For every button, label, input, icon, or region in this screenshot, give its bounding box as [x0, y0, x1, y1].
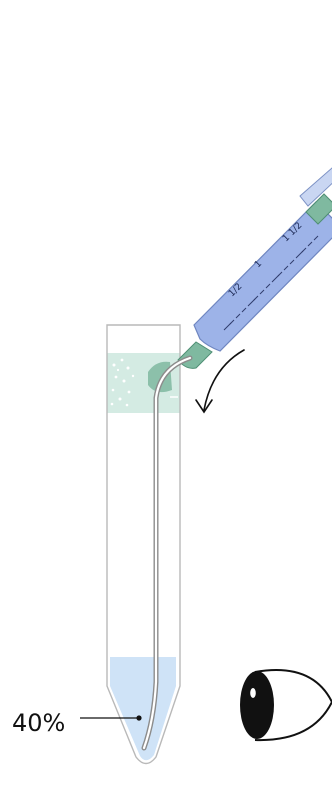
pour-direction-arrow-icon: [195, 349, 245, 414]
centrifuge-tube: [106, 324, 181, 765]
syringe-scale-ticks: [223, 235, 319, 331]
syringe-plunger-seal: [305, 193, 332, 225]
eye-icon: [240, 669, 332, 742]
foam-bubbles: [110, 358, 135, 407]
syringe-needle-highlight: [142, 356, 192, 750]
fill-level-marker-dot: [136, 715, 142, 721]
syringe: 1/2 1 1 1/2: [141, 167, 332, 751]
needle-hub-tip: [148, 361, 172, 393]
syringe-barrel: [193, 201, 332, 352]
syringe-hub: [177, 341, 213, 369]
syringe-plunger: [299, 167, 332, 207]
syringe-scale-label-one: 1: [253, 259, 264, 270]
tube-liquid: [110, 657, 176, 761]
fill-level-label: 40%: [12, 709, 65, 737]
